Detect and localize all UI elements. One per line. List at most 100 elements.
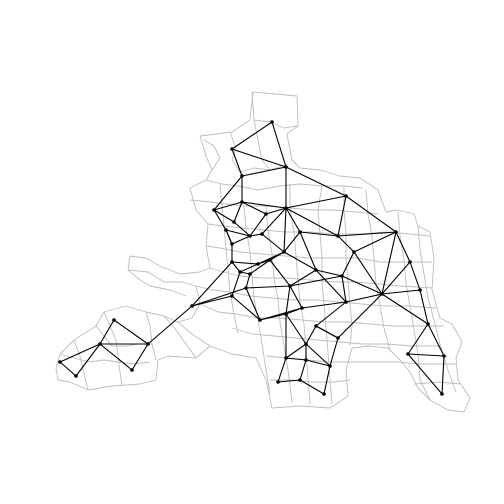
network-node bbox=[304, 358, 308, 362]
boundary-line bbox=[343, 186, 353, 347]
network-node bbox=[336, 234, 340, 238]
network-edge bbox=[241, 201, 267, 215]
network-edge bbox=[329, 337, 339, 367]
network-edge bbox=[59, 361, 77, 377]
network-edge bbox=[337, 231, 397, 237]
network-edge bbox=[337, 195, 347, 237]
network-edge bbox=[305, 359, 331, 367]
network-node bbox=[256, 262, 260, 266]
network-edge bbox=[299, 359, 307, 381]
network-edge bbox=[231, 121, 273, 150]
boundary-line bbox=[163, 315, 211, 359]
network-edge bbox=[225, 229, 251, 237]
network-edge bbox=[285, 166, 347, 197]
network-edge bbox=[381, 293, 429, 325]
network-edges bbox=[59, 121, 445, 395]
network-node bbox=[230, 294, 234, 298]
network-node bbox=[146, 342, 150, 346]
network-edge bbox=[345, 195, 397, 233]
network-edge bbox=[299, 379, 325, 395]
network-node bbox=[240, 200, 244, 204]
network-node bbox=[282, 250, 286, 254]
network-edge bbox=[353, 231, 397, 253]
network-edge bbox=[283, 207, 287, 253]
network-edge bbox=[409, 261, 421, 291]
network-node bbox=[336, 336, 340, 340]
network-edge bbox=[407, 353, 445, 357]
network-edge bbox=[427, 323, 445, 357]
network-nodes bbox=[58, 120, 446, 396]
network-node bbox=[232, 220, 236, 224]
boundary-line bbox=[219, 183, 239, 335]
network-edge bbox=[299, 231, 317, 271]
network-edge bbox=[301, 301, 347, 309]
network-node bbox=[190, 304, 194, 308]
boundary-line bbox=[417, 225, 457, 393]
network-edge bbox=[59, 343, 101, 363]
network-edge bbox=[283, 231, 301, 253]
network-edge bbox=[231, 148, 243, 177]
network-edge bbox=[285, 285, 291, 315]
network-edge bbox=[245, 273, 251, 289]
network-edge bbox=[315, 269, 347, 303]
network-edge bbox=[231, 261, 259, 265]
network-edge bbox=[305, 325, 317, 345]
network-edge bbox=[441, 355, 445, 395]
network-edge bbox=[277, 379, 301, 383]
network-edge bbox=[231, 235, 251, 245]
network-edge bbox=[241, 166, 287, 177]
network-node bbox=[328, 364, 332, 368]
boundary-line bbox=[59, 339, 151, 391]
boundary-line bbox=[199, 303, 444, 327]
network-edge bbox=[285, 313, 307, 345]
network-node bbox=[98, 342, 102, 346]
network-edge bbox=[99, 343, 133, 371]
network-node bbox=[276, 380, 280, 384]
network-edge bbox=[315, 325, 339, 339]
network-node bbox=[74, 374, 78, 378]
network-edge bbox=[131, 343, 149, 371]
network-edge bbox=[213, 201, 243, 211]
boundary-line bbox=[253, 119, 271, 171]
network-node bbox=[406, 352, 410, 356]
network-node bbox=[58, 360, 62, 364]
network-edge bbox=[249, 233, 263, 237]
network-edge bbox=[407, 353, 443, 395]
network-node bbox=[230, 260, 234, 264]
network-edge bbox=[99, 319, 115, 345]
network-edge bbox=[381, 261, 411, 295]
network-edge bbox=[337, 293, 383, 339]
boundary-line bbox=[205, 245, 432, 263]
boundary-line bbox=[265, 205, 293, 403]
network-node bbox=[408, 260, 412, 264]
network-node bbox=[258, 318, 262, 322]
network-edge bbox=[233, 201, 243, 223]
network-edge bbox=[213, 209, 235, 223]
boundary-line bbox=[365, 189, 391, 351]
network-edge bbox=[261, 207, 287, 235]
network-node bbox=[442, 354, 446, 358]
boundary-line bbox=[115, 339, 123, 387]
network-node bbox=[268, 258, 272, 262]
boundary-line bbox=[195, 285, 437, 309]
network-edge bbox=[323, 365, 331, 395]
network-edge bbox=[233, 221, 251, 237]
network-edge bbox=[289, 285, 303, 309]
region-boundaries bbox=[55, 91, 471, 413]
network-edge bbox=[285, 207, 301, 233]
network-node bbox=[284, 165, 288, 169]
network-edge bbox=[231, 148, 287, 168]
network-edge bbox=[231, 295, 261, 321]
network-node bbox=[240, 174, 244, 178]
boundary-line bbox=[231, 327, 440, 347]
network-edge bbox=[283, 251, 317, 271]
network-node bbox=[352, 250, 356, 254]
network-edge bbox=[245, 287, 261, 321]
network-node bbox=[212, 208, 216, 212]
network-node bbox=[248, 234, 252, 238]
network-node bbox=[230, 242, 234, 246]
network-node bbox=[130, 368, 134, 372]
network-node bbox=[260, 232, 264, 236]
